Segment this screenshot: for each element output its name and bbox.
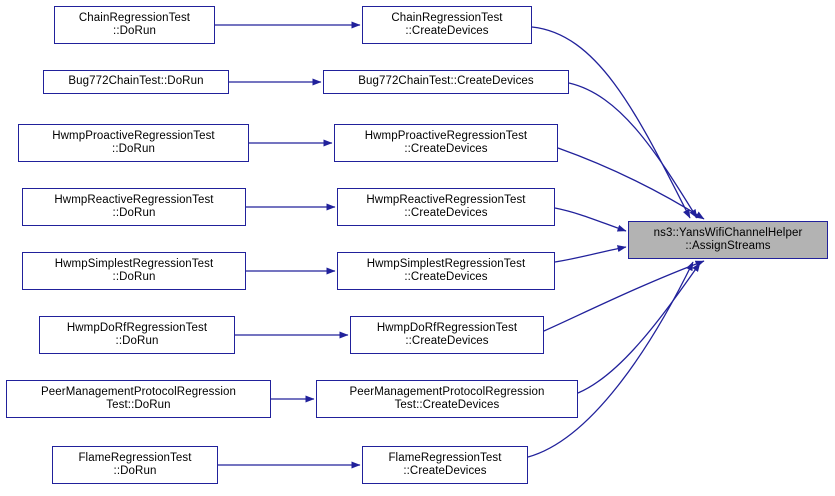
node-target-yanswifichannelhelper-assignstreams[interactable]: ns3::YansWifiChannelHelper ::AssignStrea… bbox=[628, 221, 828, 259]
edge-m1-target bbox=[531, 26, 691, 219]
node-hwmp-reactive-regression-test-dorun[interactable]: HwmpReactiveRegressionTest ::DoRun bbox=[22, 188, 246, 226]
node-hwmp-dorf-regression-test-dorun[interactable]: HwmpDoRfRegressionTest ::DoRun bbox=[39, 316, 235, 354]
node-peer-management-protocol-regression-test-createdevices[interactable]: PeerManagementProtocolRegression Test::C… bbox=[316, 380, 578, 418]
node-hwmp-reactive-regression-test-createdevices[interactable]: HwmpReactiveRegressionTest ::CreateDevic… bbox=[337, 188, 555, 226]
node-hwmp-simplest-regression-test-createdevices[interactable]: HwmpSimplestRegressionTest ::CreateDevic… bbox=[337, 252, 555, 290]
node-bug772-chain-test-createdevices[interactable]: Bug772ChainTest::CreateDevices bbox=[323, 70, 569, 94]
edge-m2-target bbox=[568, 82, 698, 219]
node-chain-regression-test-dorun[interactable]: ChainRegressionTest ::DoRun bbox=[54, 6, 215, 44]
edge-m6-target bbox=[543, 260, 705, 332]
node-hwmp-proactive-regression-test-dorun[interactable]: HwmpProactiveRegressionTest ::DoRun bbox=[18, 124, 249, 162]
node-hwmp-proactive-regression-test-createdevices[interactable]: HwmpProactiveRegressionTest ::CreateDevi… bbox=[334, 124, 558, 162]
node-flame-regression-test-createdevices[interactable]: FlameRegressionTest ::CreateDevices bbox=[362, 446, 528, 484]
edge-m7-target bbox=[577, 262, 701, 394]
node-chain-regression-test-createdevices[interactable]: ChainRegressionTest ::CreateDevices bbox=[362, 6, 532, 44]
edge-m4-target bbox=[554, 207, 627, 232]
edge-m8-target bbox=[527, 261, 694, 458]
node-flame-regression-test-dorun[interactable]: FlameRegressionTest ::DoRun bbox=[52, 446, 218, 484]
edge-m5-target bbox=[554, 245, 627, 263]
node-hwmp-simplest-regression-test-dorun[interactable]: HwmpSimplestRegressionTest ::DoRun bbox=[22, 252, 246, 290]
edge-m3-target bbox=[557, 147, 705, 220]
node-peer-management-protocol-regression-test-dorun[interactable]: PeerManagementProtocolRegression Test::D… bbox=[6, 380, 271, 418]
node-bug772-chain-test-dorun[interactable]: Bug772ChainTest::DoRun bbox=[43, 70, 229, 94]
node-hwmp-dorf-regression-test-createdevices[interactable]: HwmpDoRfRegressionTest ::CreateDevices bbox=[350, 316, 544, 354]
